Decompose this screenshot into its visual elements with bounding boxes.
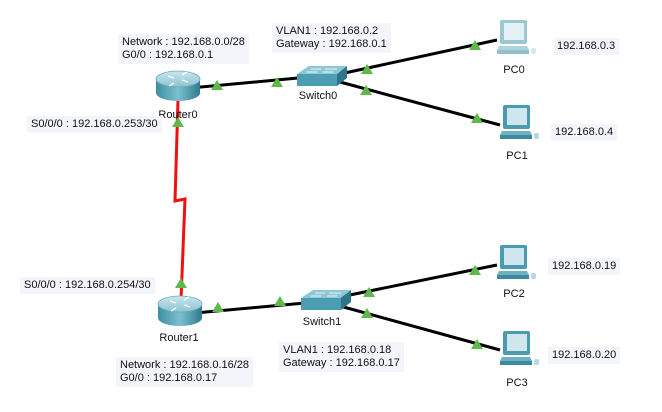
note-line: 192.168.0.4 xyxy=(555,126,614,138)
port-up-icon xyxy=(471,113,483,123)
port-up-icon xyxy=(361,64,373,74)
link-switch1-pc2[interactable] xyxy=(339,263,498,299)
router1-lan-note[interactable]: Network : 192.168.0.16/28 G0/0 : 192.168… xyxy=(116,357,254,387)
pc-icon xyxy=(500,331,539,365)
note-line: G0/0 : 192.168.0.1 xyxy=(122,49,214,61)
note-line: 192.168.0.20 xyxy=(552,349,617,361)
pc-icon xyxy=(500,105,539,139)
note-line: Gateway : 192.168.0.17 xyxy=(283,357,400,369)
switch-icon xyxy=(297,66,347,86)
switch0-note[interactable]: VLAN1 : 192.168.0.2 Gateway : 192.168.0.… xyxy=(272,23,391,53)
link-router1-switch1[interactable] xyxy=(194,301,306,315)
switch1-device[interactable] xyxy=(301,290,351,310)
note-line: 192.168.0.3 xyxy=(557,40,616,52)
port-up-icon xyxy=(274,296,286,306)
link-router0-router1-serial[interactable] xyxy=(173,99,187,301)
note-line: 192.168.0.19 xyxy=(552,260,617,272)
port-up-icon xyxy=(471,339,483,349)
note-line: Network : 192.168.0.16/28 xyxy=(120,359,250,371)
switch-icon xyxy=(301,290,351,310)
pc1-device[interactable] xyxy=(500,105,539,139)
port-up-icon xyxy=(469,40,481,50)
router1-label: Router1 xyxy=(159,332,199,344)
port-up-icon xyxy=(363,287,375,297)
switch1-label: Switch1 xyxy=(302,316,342,328)
pc0-label: PC0 xyxy=(503,64,525,76)
switch0-label: Switch0 xyxy=(298,90,338,102)
pc3-label: PC3 xyxy=(506,377,528,389)
pc-icon xyxy=(497,245,536,279)
router1-serial-note[interactable]: S0/0/0 : 192.168.0.254/30 xyxy=(20,277,155,294)
link-router0-switch0[interactable] xyxy=(189,76,299,90)
note-line: VLAN1 : 192.168.0.2 xyxy=(276,25,379,37)
note-line: G0/0 : 192.168.0.17 xyxy=(120,372,218,384)
pc0-device[interactable] xyxy=(497,20,536,54)
pc2-device[interactable] xyxy=(497,245,536,279)
port-up-icon xyxy=(360,85,372,95)
router-icon xyxy=(157,295,203,326)
pc1-label: PC1 xyxy=(506,150,528,162)
router1-device[interactable] xyxy=(157,295,203,326)
pc3-device[interactable] xyxy=(500,331,539,365)
port-indicators xyxy=(172,40,483,349)
pc2-note[interactable]: 192.168.0.19 xyxy=(548,258,621,275)
pc-icon xyxy=(497,20,536,54)
switch1-note[interactable]: VLAN1 : 192.168.0.18 Gateway : 192.168.0… xyxy=(279,342,404,372)
note-line: S0/0/0 : 192.168.0.253/30 xyxy=(31,118,158,130)
router-icon xyxy=(155,70,201,101)
port-up-icon xyxy=(212,302,224,312)
switch0-device[interactable] xyxy=(297,66,347,86)
port-up-icon xyxy=(172,117,184,127)
port-up-icon xyxy=(469,265,481,275)
pc0-note[interactable]: 192.168.0.3 xyxy=(553,38,620,55)
router0-device[interactable] xyxy=(155,70,201,101)
port-up-icon xyxy=(361,308,373,318)
port-up-icon xyxy=(271,77,283,87)
port-up-icon xyxy=(175,278,187,288)
pc1-note[interactable]: 192.168.0.4 xyxy=(551,124,618,141)
port-up-icon xyxy=(211,80,223,90)
router0-lan-note[interactable]: Network : 192.168.0.0/28 G0/0 : 192.168.… xyxy=(118,34,249,64)
router0-serial-note[interactable]: S0/0/0 : 192.168.0.253/30 xyxy=(27,116,162,133)
pc3-note[interactable]: 192.168.0.20 xyxy=(548,347,621,364)
router0-label: Router0 xyxy=(158,109,198,121)
note-line: Network : 192.168.0.0/28 xyxy=(122,36,245,48)
note-line: VLAN1 : 192.168.0.18 xyxy=(283,344,392,356)
note-line: Gateway : 192.168.0.1 xyxy=(276,38,387,50)
note-line: S0/0/0 : 192.168.0.254/30 xyxy=(24,279,151,291)
pc2-label: PC2 xyxy=(503,288,525,300)
